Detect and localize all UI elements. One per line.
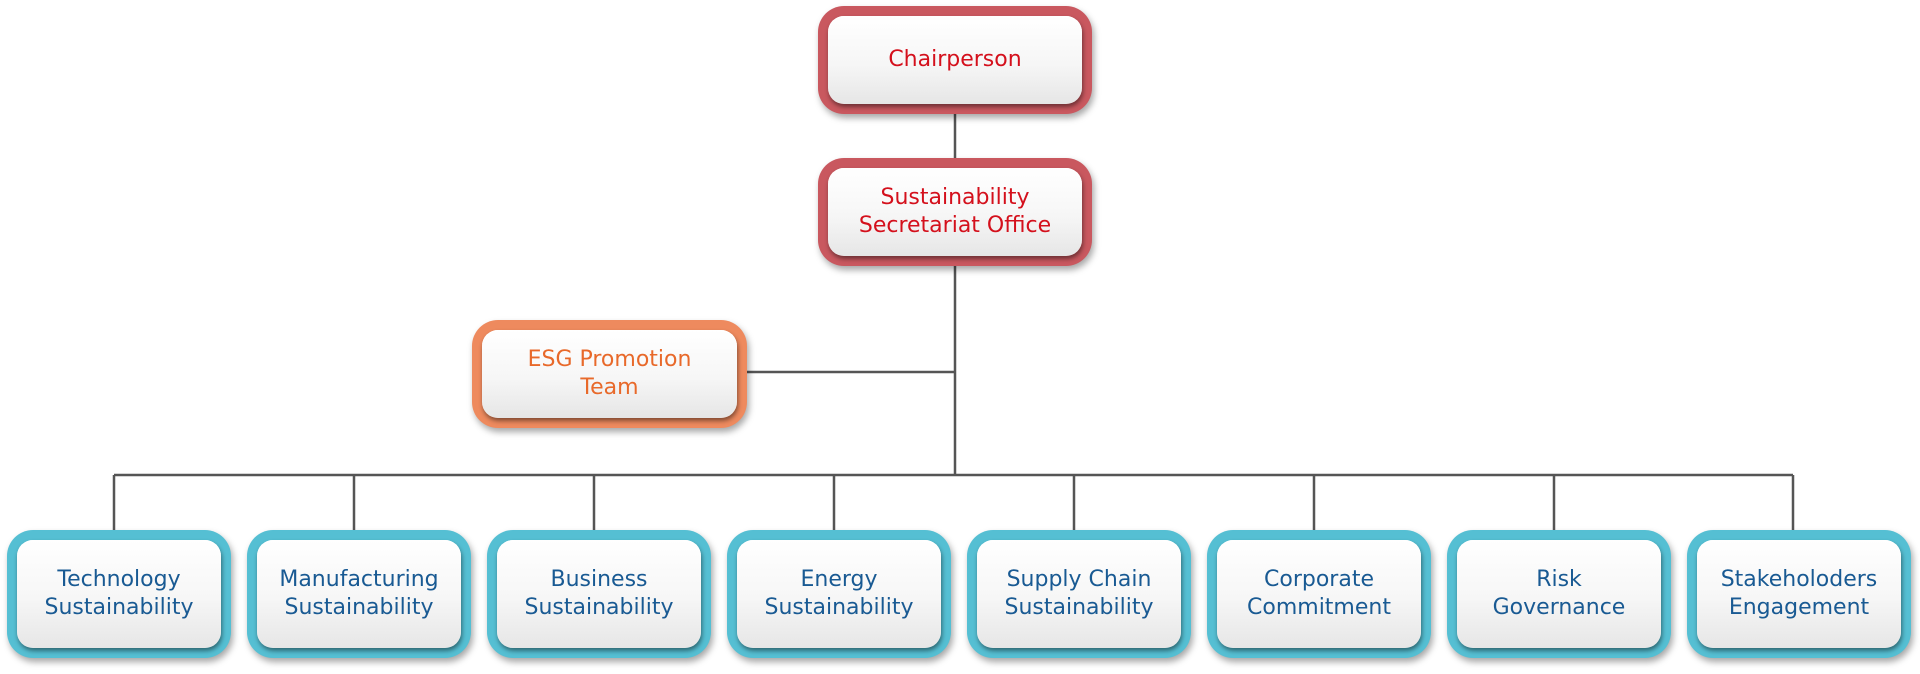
- department-node-energy: Energy Sustainability: [727, 530, 951, 658]
- department-label: Business Sustainability: [497, 540, 701, 648]
- esg-promotion-team-label: ESG Promotion Team: [482, 330, 737, 418]
- department-label: Supply Chain Sustainability: [977, 540, 1181, 648]
- department-label: Energy Sustainability: [737, 540, 941, 648]
- department-node-stakeholders-engagement: Stakeholoders Engagement: [1687, 530, 1911, 658]
- chairperson-label: Chairperson: [828, 16, 1082, 104]
- department-label: Technology Sustainability: [17, 540, 221, 648]
- department-label: Manufacturing Sustainability: [257, 540, 461, 648]
- department-label: Stakeholoders Engagement: [1697, 540, 1901, 648]
- secretariat-office-node: Sustainability Secretariat Office: [818, 158, 1092, 266]
- department-node-supply-chain: Supply Chain Sustainability: [967, 530, 1191, 658]
- secretariat-office-label: Sustainability Secretariat Office: [828, 168, 1082, 256]
- department-node-business: Business Sustainability: [487, 530, 711, 658]
- department-label: Risk Governance: [1457, 540, 1661, 648]
- department-node-corporate-commitment: Corporate Commitment: [1207, 530, 1431, 658]
- department-label: Corporate Commitment: [1217, 540, 1421, 648]
- department-node-manufacturing: Manufacturing Sustainability: [247, 530, 471, 658]
- department-node-technology: Technology Sustainability: [7, 530, 231, 658]
- chairperson-node: Chairperson: [818, 6, 1092, 114]
- department-node-risk-governance: Risk Governance: [1447, 530, 1671, 658]
- esg-promotion-team-node: ESG Promotion Team: [472, 320, 747, 428]
